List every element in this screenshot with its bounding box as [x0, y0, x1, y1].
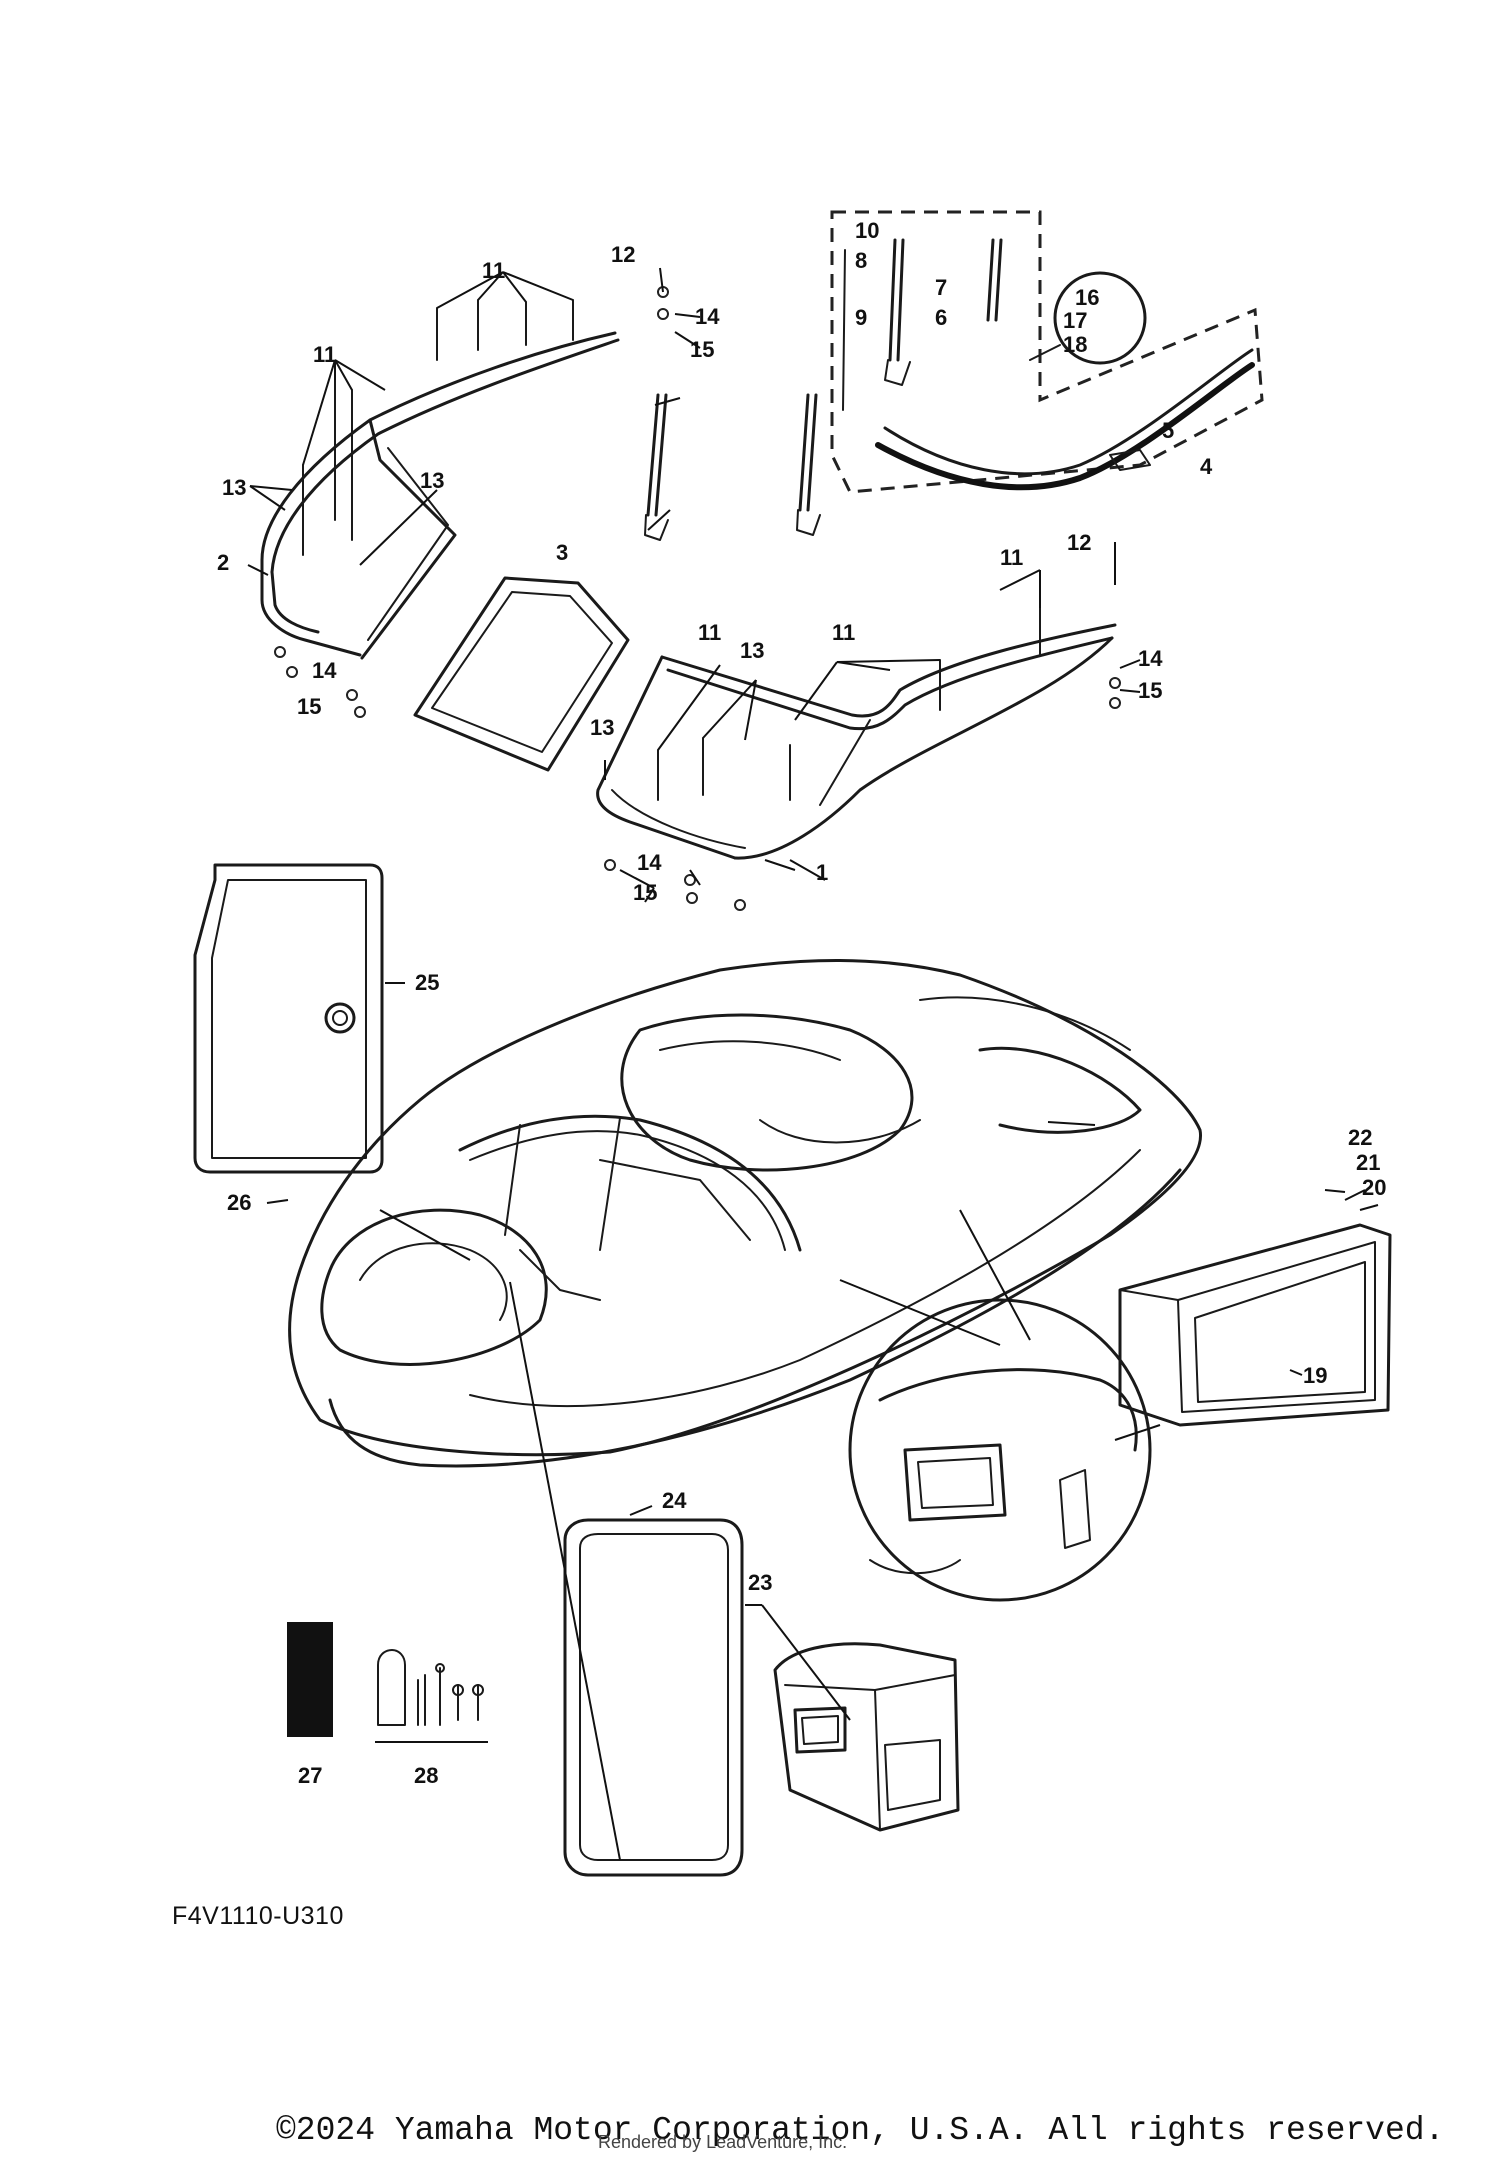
callout-6: 6	[935, 305, 947, 330]
callout-8: 8	[855, 248, 867, 273]
callout-27: 27	[298, 1763, 322, 1788]
callout-13a: 13	[222, 475, 246, 500]
callout-25: 25	[415, 970, 439, 995]
boat-hull	[288, 959, 1203, 1468]
callout-20: 20	[1362, 1175, 1386, 1200]
callout-13c: 13	[740, 638, 764, 663]
callout-13d: 13	[590, 715, 614, 740]
callout-11c: 11	[1000, 545, 1023, 570]
callout-3: 3	[556, 540, 568, 565]
leader-lines	[247, 267, 1379, 1861]
callout-11d: 11	[698, 620, 721, 645]
callout-1: 1	[816, 860, 828, 885]
windshield-right	[596, 623, 1117, 860]
callout-12b: 12	[1067, 530, 1091, 555]
callout-14b: 14	[312, 658, 337, 683]
callout-17: 17	[1063, 308, 1087, 333]
storage-box	[773, 1642, 960, 1832]
callout-7: 7	[935, 275, 947, 300]
callout-11e: 11	[832, 620, 855, 645]
callout-11b: 11	[313, 342, 336, 367]
callout-16: 16	[1075, 285, 1099, 310]
callout-2: 2	[217, 550, 229, 575]
window-panel	[413, 576, 630, 772]
callout-10: 10	[855, 218, 879, 243]
callout-14c: 14	[1138, 646, 1163, 671]
callout-14d: 14	[637, 850, 662, 875]
callout-11a: 11	[482, 258, 505, 283]
callout-5: 5	[1162, 418, 1174, 443]
detail-circle	[848, 1298, 1161, 1602]
callout-15a: 15	[690, 337, 714, 362]
callout-23: 23	[748, 1570, 772, 1595]
diagram-code: F4V1110-U310	[172, 1902, 344, 1930]
callout-9: 9	[855, 305, 867, 330]
windshield-left	[260, 331, 620, 660]
hatch-lid	[193, 863, 384, 1174]
callout-21: 21	[1356, 1150, 1380, 1175]
support-arms	[644, 393, 821, 541]
callout-15c: 15	[1138, 678, 1162, 703]
callout-28: 28	[414, 1763, 438, 1788]
gasket	[563, 1518, 744, 1877]
storage-bin	[1118, 1223, 1392, 1427]
callout-15d: 15	[633, 880, 657, 905]
callout-12a: 12	[611, 242, 635, 267]
fasteners	[274, 286, 1121, 911]
callout-26: 26	[227, 1190, 251, 1215]
callout-19: 19	[1303, 1363, 1327, 1388]
callout-labels: 1 2 3 4 5 6 7 8 9 10 11 11 11 11 11 12 1…	[217, 218, 1386, 1788]
callout-24: 24	[662, 1488, 687, 1513]
callout-14a: 14	[695, 304, 720, 329]
rendered-by-credit: Rendered by LeadVenture, Inc.	[598, 2132, 848, 2152]
callout-15b: 15	[297, 694, 321, 719]
callout-13b: 13	[420, 468, 444, 493]
callout-4: 4	[1200, 454, 1213, 479]
callout-22: 22	[1348, 1125, 1372, 1150]
owners-manual	[287, 1622, 333, 1737]
callout-18: 18	[1063, 332, 1087, 357]
tool-kit	[375, 1649, 488, 1743]
copyright-notice: ©2024 Yamaha Motor Corporation, U.S.A. A…	[276, 2112, 1445, 2149]
detail-box	[830, 210, 1264, 494]
